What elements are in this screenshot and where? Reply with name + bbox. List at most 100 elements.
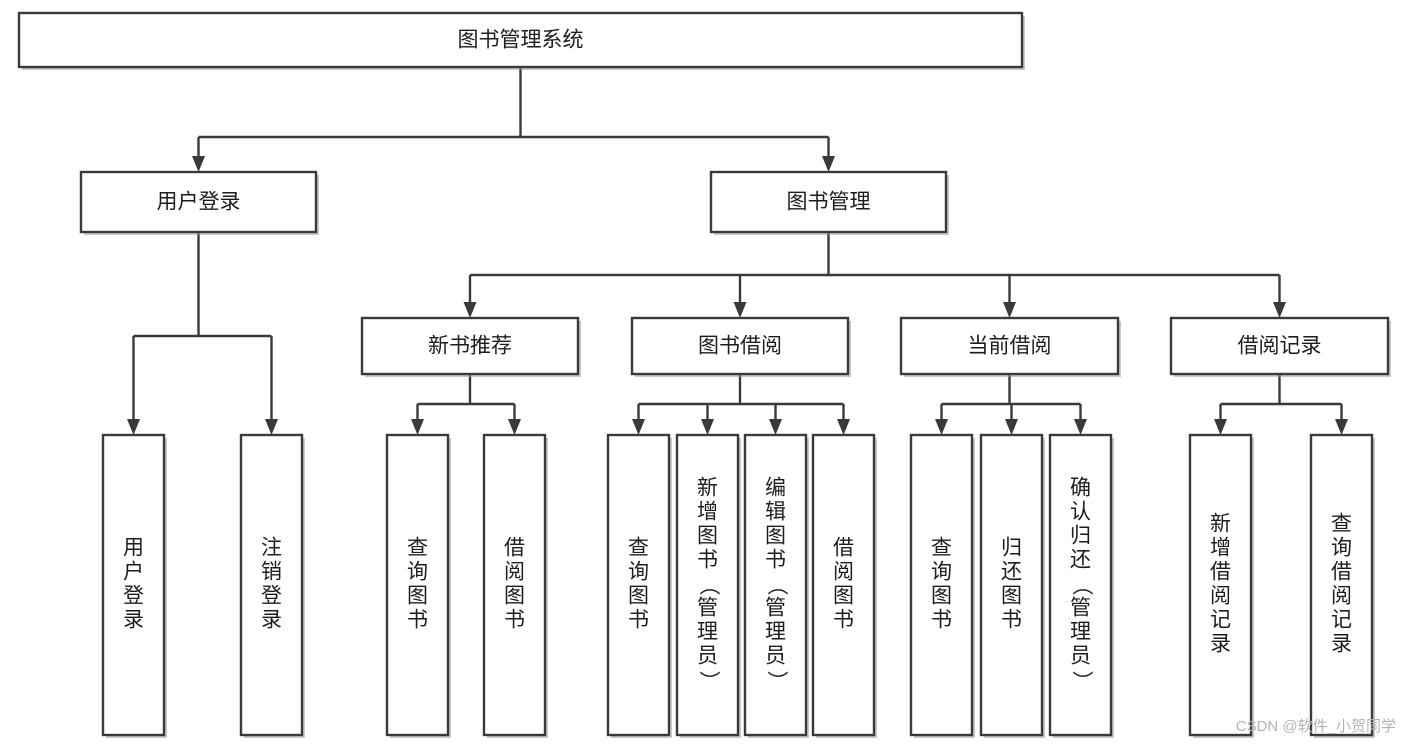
node-label-char: 理	[1070, 621, 1091, 644]
node-box[interactable]	[979, 433, 1044, 737]
nodes-layer: 图书管理系统用户登录图书管理新书推荐图书借阅当前借阅借阅记录用户登录注销登录查询…	[17, 11, 1391, 738]
node-label-char: 录	[1210, 633, 1231, 656]
node-label-char: 借	[833, 537, 854, 560]
node-box[interactable]	[101, 433, 166, 737]
node-box[interactable]	[1188, 433, 1253, 737]
node-label-char: 注	[261, 537, 282, 560]
node-label-char: 登	[123, 585, 144, 608]
node-label-char: 书	[931, 609, 952, 632]
node-box[interactable]	[630, 316, 850, 376]
node-borrow-record[interactable]: 借阅记录	[1169, 316, 1391, 377]
node-label-char: ）	[697, 671, 720, 692]
node-box[interactable]	[360, 316, 580, 376]
node-label-char: 录	[123, 609, 144, 632]
node-current-borrow[interactable]: 当前借阅	[899, 316, 1121, 377]
node-label-char: 图	[697, 525, 718, 548]
edge-group	[935, 374, 1087, 435]
node-label-char: 书	[765, 549, 786, 572]
edge-group	[1214, 374, 1348, 435]
node-box[interactable]	[743, 433, 808, 737]
node-box[interactable]	[606, 433, 671, 737]
node-leaf-user-login[interactable]: 用户登录	[101, 433, 167, 738]
node-root[interactable]: 图书管理系统	[17, 11, 1025, 70]
node-label-char: 图	[1001, 585, 1022, 608]
node-label-char: ）	[1070, 671, 1093, 692]
edge-arrow-icon	[1335, 419, 1348, 435]
edges-layer	[127, 67, 1348, 435]
node-label-char: 登	[261, 585, 282, 608]
node-box[interactable]	[239, 433, 304, 737]
node-label-char: 询	[407, 561, 428, 584]
node-label-char: （	[697, 575, 720, 596]
node-box[interactable]	[17, 11, 1024, 69]
node-label-char: 图	[628, 585, 649, 608]
node-label-char: 增	[697, 501, 718, 524]
node-box[interactable]	[1309, 433, 1374, 737]
node-box[interactable]	[811, 433, 876, 737]
node-label-char: 管	[765, 597, 786, 620]
node-label-char: 图	[504, 585, 525, 608]
node-label-char: 认	[1070, 501, 1091, 524]
node-label-char: （	[765, 575, 788, 596]
edge-group	[127, 232, 278, 435]
node-label-char: 借	[1210, 561, 1231, 584]
edge-arrow-icon	[1214, 419, 1227, 435]
node-label-char: 图	[765, 525, 786, 548]
node-label-char: 新	[697, 477, 718, 500]
edge-arrow-icon	[127, 419, 140, 435]
node-label-char: 录	[261, 609, 282, 632]
node-label-char: 归	[1070, 525, 1091, 548]
node-book-manage[interactable]: 图书管理	[709, 170, 949, 235]
node-box[interactable]	[1048, 433, 1113, 737]
node-box[interactable]	[899, 316, 1120, 376]
node-box[interactable]	[482, 433, 547, 737]
node-label: 图书管理系统	[458, 29, 584, 52]
node-label-char: 询	[931, 561, 952, 584]
node-label-char: 书	[1001, 609, 1022, 632]
edge-arrow-icon	[1003, 302, 1016, 318]
node-box[interactable]	[709, 170, 948, 234]
edge-group	[411, 374, 521, 435]
node-label-char: 书	[697, 549, 718, 572]
node-box[interactable]	[909, 433, 974, 737]
node-label-char: 书	[833, 609, 854, 632]
node-label: 借阅记录	[1238, 335, 1322, 358]
node-label-char: 阅	[1331, 585, 1352, 608]
node-label-char: 员	[765, 645, 786, 668]
edge-arrow-icon	[769, 419, 782, 435]
node-book-borrow[interactable]: 图书借阅	[630, 316, 851, 377]
node-box[interactable]	[385, 433, 450, 737]
node-label-char: 确	[1070, 477, 1091, 500]
edge-arrow-icon	[935, 419, 948, 435]
node-new-book-rec[interactable]: 新书推荐	[360, 316, 581, 377]
node-box[interactable]	[1169, 316, 1390, 376]
node-label-char: 查	[1331, 513, 1352, 536]
node-user-login[interactable]: 用户登录	[79, 170, 319, 235]
node-label-char: 记	[1331, 609, 1352, 632]
node-label-char: 图	[407, 585, 428, 608]
node-label-char: 查	[931, 537, 952, 560]
node-label-char: 询	[628, 561, 649, 584]
node-box[interactable]	[79, 170, 318, 234]
node-label-char: 管	[1070, 597, 1091, 620]
node-box[interactable]	[675, 433, 740, 737]
edge-arrow-icon	[1074, 419, 1087, 435]
node-label-char: 图	[931, 585, 952, 608]
